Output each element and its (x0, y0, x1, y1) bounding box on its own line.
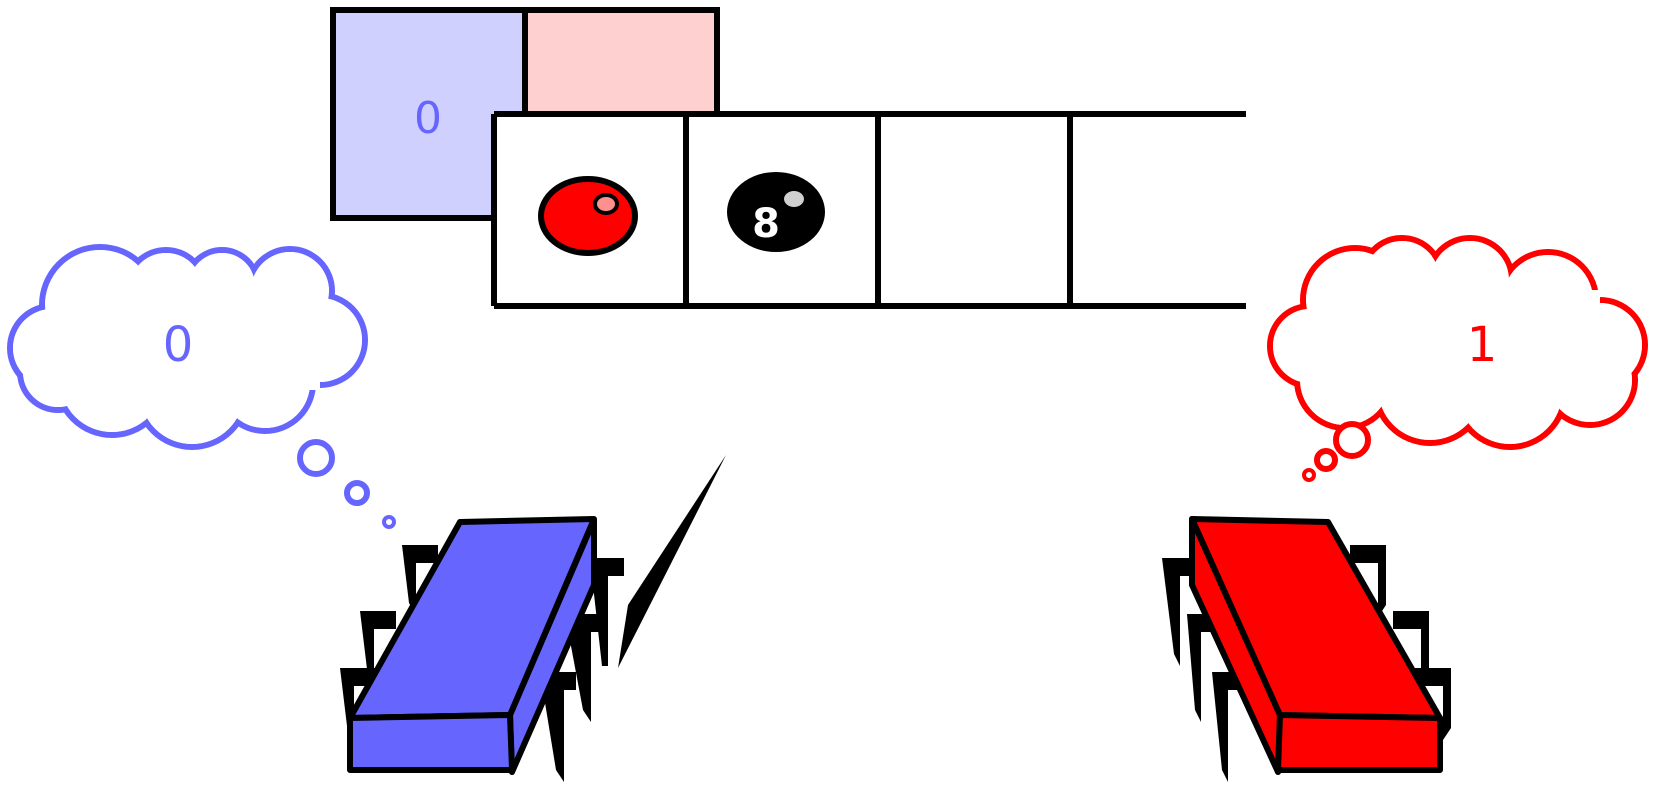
red-thought-bubble (1317, 451, 1335, 469)
red-ball-icon (541, 179, 635, 253)
red-robot-front (1278, 715, 1440, 770)
red-thought-bubble (1304, 470, 1314, 480)
tape-cell-2: 8 (727, 172, 825, 252)
blue-robot-icon (340, 455, 726, 782)
blue-thought-text: 0 (163, 317, 194, 373)
blue-robot-antenna (618, 455, 726, 668)
blue-register-value: 0 (414, 93, 442, 144)
blue-thought-bubble (384, 517, 394, 527)
tape-cell-1 (541, 179, 635, 253)
blue-thought-bubble (347, 483, 367, 503)
red-thought-cloud: 1 (1270, 238, 1645, 480)
blue-thought-cloud: 0 (10, 247, 394, 527)
blue-robot-front (350, 715, 512, 770)
eight-ball-icon: 8 (727, 172, 825, 252)
eight-ball-label: 8 (752, 201, 780, 247)
tape: 8 (494, 114, 1246, 306)
blue-thought-bubble (300, 442, 332, 474)
red-thought-text: 1 (1467, 317, 1498, 373)
red-register (525, 10, 717, 115)
red-robot-icon (1162, 519, 1451, 782)
red-thought-bubble (1336, 424, 1368, 456)
